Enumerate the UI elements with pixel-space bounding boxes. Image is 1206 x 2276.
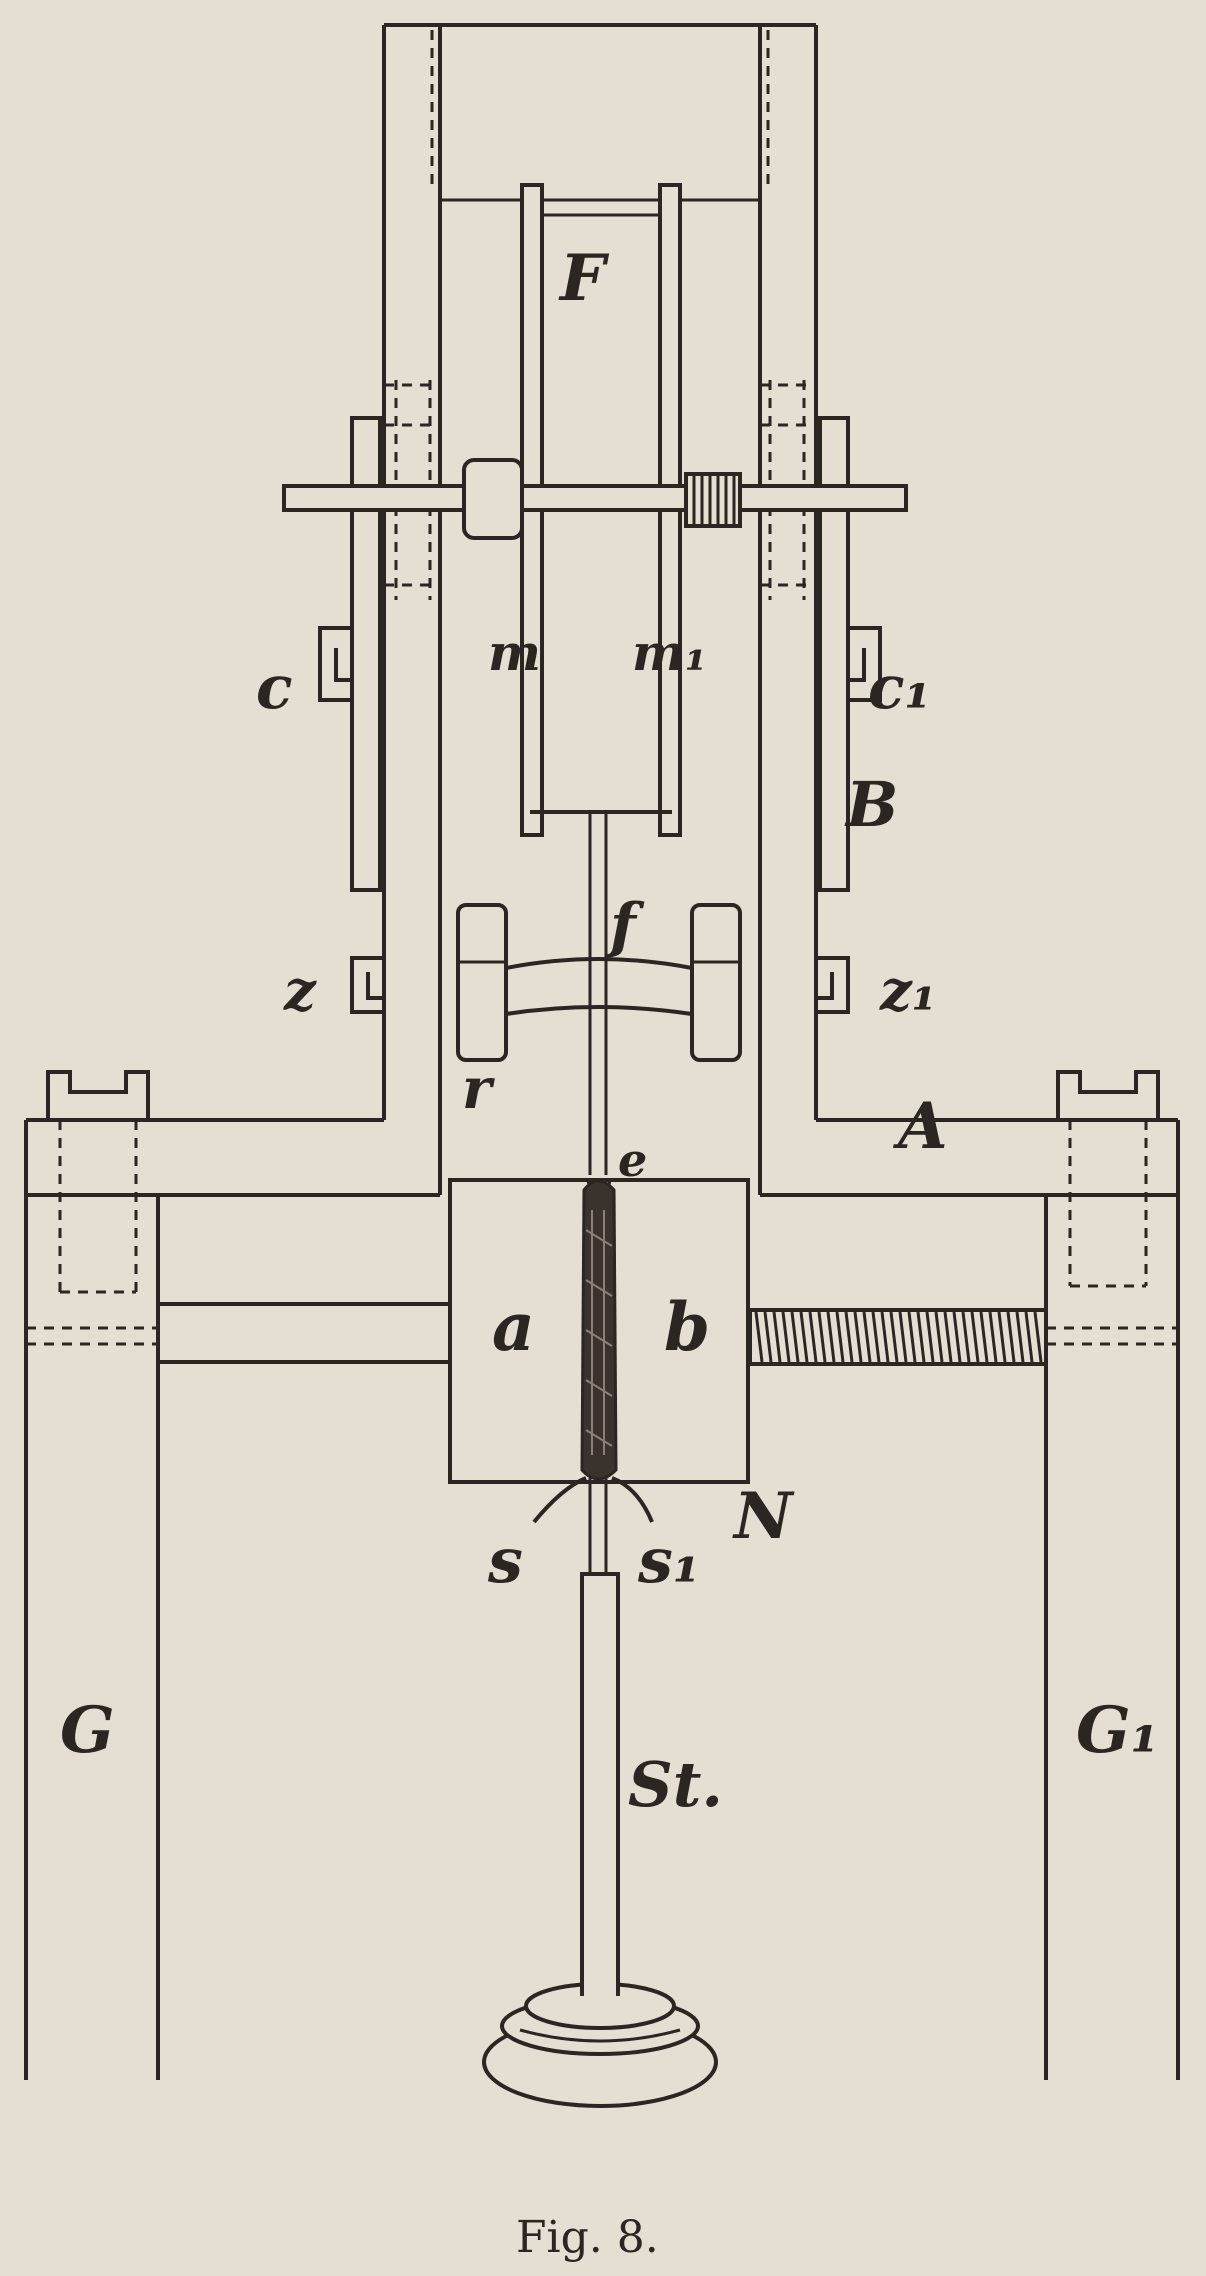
label-s: s [487, 1524, 523, 1597]
cross-beam [26, 1118, 1178, 1197]
axle [282, 458, 908, 540]
thread-line [844, 1311, 854, 1363]
thread-line [826, 1311, 836, 1363]
label-N: N [732, 1479, 795, 1554]
thread-line [1015, 1311, 1025, 1363]
thread-line [817, 1311, 827, 1363]
rod-f [588, 812, 608, 1175]
label-G: G [60, 1693, 115, 1768]
thread-line [763, 1311, 773, 1363]
thread-line [772, 1311, 782, 1363]
specimen [580, 1179, 618, 1481]
thread-line [898, 1311, 908, 1363]
thread-line [871, 1311, 881, 1363]
thread-line [979, 1311, 989, 1363]
thread-line [781, 1311, 791, 1363]
rollers [350, 903, 850, 1062]
stem [580, 1572, 620, 1996]
thread-line [754, 1311, 764, 1363]
thread-line [1024, 1311, 1034, 1363]
thread-line [925, 1311, 935, 1363]
thread-line [970, 1311, 980, 1363]
label-c1: c₁ [868, 653, 931, 723]
thread-line [808, 1311, 818, 1363]
foot-weight [482, 1980, 718, 2108]
thread-line [943, 1311, 953, 1363]
label-m1: m₁ [632, 623, 707, 682]
label-B: B [844, 768, 898, 841]
thread-line [880, 1311, 890, 1363]
thread-line [853, 1311, 863, 1363]
thread-line [952, 1311, 962, 1363]
label-z: z [283, 958, 317, 1024]
labels: F c c₁ m m₁ B f z z₁ r A e a b N s s₁ G … [60, 241, 1159, 1821]
upper-housing [382, 23, 818, 1195]
left-bar [158, 1302, 450, 1364]
thread-line [997, 1311, 1007, 1363]
thread-line [961, 1311, 971, 1363]
label-F: F [558, 241, 610, 316]
springs [532, 1476, 654, 1574]
figure-caption: Fig. 8. [516, 2212, 659, 2263]
thread-line [862, 1311, 872, 1363]
thread-line [790, 1311, 800, 1363]
thread-line [799, 1311, 809, 1363]
thread-line [907, 1311, 917, 1363]
label-A: A [893, 1089, 948, 1164]
pillar-left [24, 1070, 160, 2080]
thread-line [835, 1311, 845, 1363]
label-a: a [492, 1288, 535, 1366]
label-r: r [462, 1056, 495, 1122]
label-z1: z₁ [879, 958, 936, 1024]
label-b: b [664, 1288, 710, 1366]
pillar-right [1044, 1070, 1180, 2080]
label-St: St. [628, 1748, 723, 1821]
label-s1: s₁ [637, 1524, 700, 1597]
thread-line [934, 1311, 944, 1363]
label-f: f [606, 891, 645, 961]
label-e: e [618, 1133, 647, 1187]
label-m: m [488, 623, 541, 682]
thread-line [1006, 1311, 1016, 1363]
thread-line [889, 1311, 899, 1363]
thread-line [988, 1311, 998, 1363]
label-G1: G₁ [1076, 1693, 1159, 1768]
label-c: c [256, 653, 293, 723]
thread-line [1033, 1311, 1043, 1363]
thread-line [916, 1311, 926, 1363]
right-screw [748, 1308, 1048, 1366]
